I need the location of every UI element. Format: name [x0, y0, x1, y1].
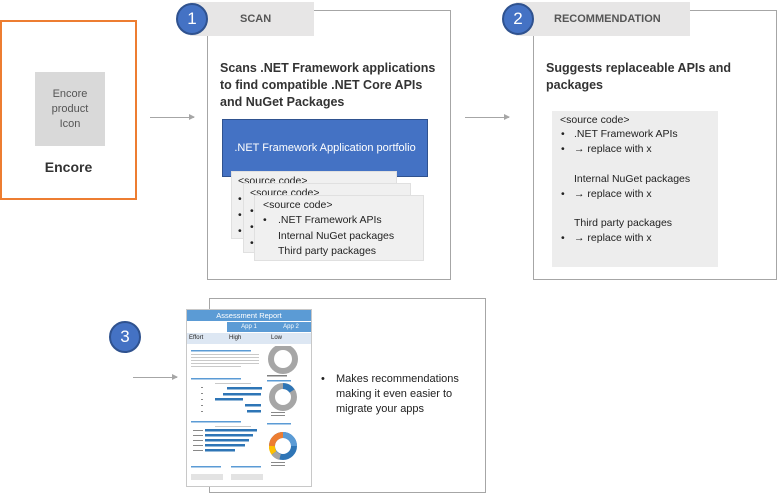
report-title: Assessment Report: [187, 310, 311, 321]
flow-arrow-to-recommendation: [465, 114, 510, 120]
encore-product-name: Encore: [44, 159, 93, 175]
report-row-effort-app1: High: [227, 333, 269, 344]
bullet-dot: •: [250, 221, 254, 233]
source-code-header: <source code>: [560, 114, 630, 126]
rec-group-internal-nuget: Internal NuGet packages: [574, 173, 691, 185]
recommendation-step-tab: RECOMMENDATION: [516, 2, 690, 36]
flow-arrow-to-report: [133, 374, 178, 380]
rec-group-framework-apis-replace: → replace with x: [561, 143, 652, 155]
report-col-app1: App 1: [227, 322, 269, 332]
scan-item-third-party: Third party packages: [278, 245, 377, 257]
source-code-header: <source code>: [263, 199, 333, 211]
report-note-line-3: migrate your apps: [336, 403, 425, 415]
report-row-effort-app2: Low: [269, 333, 311, 344]
rec-group-third-party: Third party packages: [574, 217, 673, 229]
report-row-effort-label: Effort: [187, 333, 227, 344]
scan-step-title: Scans .NET Framework applications to fin…: [220, 60, 445, 111]
scan-title-line-2: to find compatible .NET Core APIs: [220, 78, 423, 92]
report-col-app2: App 2: [269, 322, 311, 332]
rec-group-third-party-replace: → replace with x: [561, 232, 652, 244]
rec-group-internal-nuget-replace: → replace with x: [561, 188, 652, 200]
bullet-dot: •: [321, 373, 325, 385]
report-note-line-1: Makes recommendations: [336, 373, 459, 385]
bullet-dot: •: [238, 209, 242, 221]
scan-title-line-1: Scans .NET Framework applications: [220, 61, 436, 75]
assessment-report-thumbnail: Assessment Report App 1 App 2 Effort Hig…: [186, 309, 312, 487]
scan-title-line-3: and NuGet Packages: [220, 95, 345, 109]
report-note-line-2: making it even easier to: [336, 388, 453, 400]
report-miniature-body: [191, 346, 298, 480]
bullet-dot: •: [238, 225, 242, 237]
bullet-dot: •: [238, 193, 242, 205]
bullet-dot: •: [250, 237, 254, 249]
scan-item-internal-nuget: Internal NuGet packages: [278, 230, 395, 242]
recommendation-title-line-1: Suggests replaceable APIs and: [546, 61, 732, 75]
step-2-number-badge: 2: [502, 3, 534, 35]
recommendation-source-card: <source code> .NET Framework APIs → repl…: [552, 111, 718, 267]
source-code-card-front: <source code> • .NET Framework APIs Inte…: [254, 195, 424, 261]
bullet-dot: •: [263, 214, 267, 226]
rec-group-framework-apis: .NET Framework APIs: [561, 128, 678, 140]
recommendation-step-title: Suggests replaceable APIs and packages: [546, 60, 768, 94]
scan-item-framework-apis: .NET Framework APIs: [278, 214, 382, 226]
encore-product-icon-placeholder: Encore product Icon: [35, 72, 105, 146]
recommendation-title-line-2: packages: [546, 78, 603, 92]
bullet-dot: •: [250, 205, 254, 217]
step-1-number-badge: 1: [176, 3, 208, 35]
encore-product-card: Encore product Icon Encore: [0, 20, 137, 200]
step-3-number-badge: 3: [109, 321, 141, 353]
report-corner-cell: [187, 322, 227, 332]
scan-step-tab: SCAN: [190, 2, 314, 36]
application-portfolio-box: .NET Framework Application portfolio: [222, 119, 428, 177]
flow-arrow-to-scan: [150, 114, 195, 120]
